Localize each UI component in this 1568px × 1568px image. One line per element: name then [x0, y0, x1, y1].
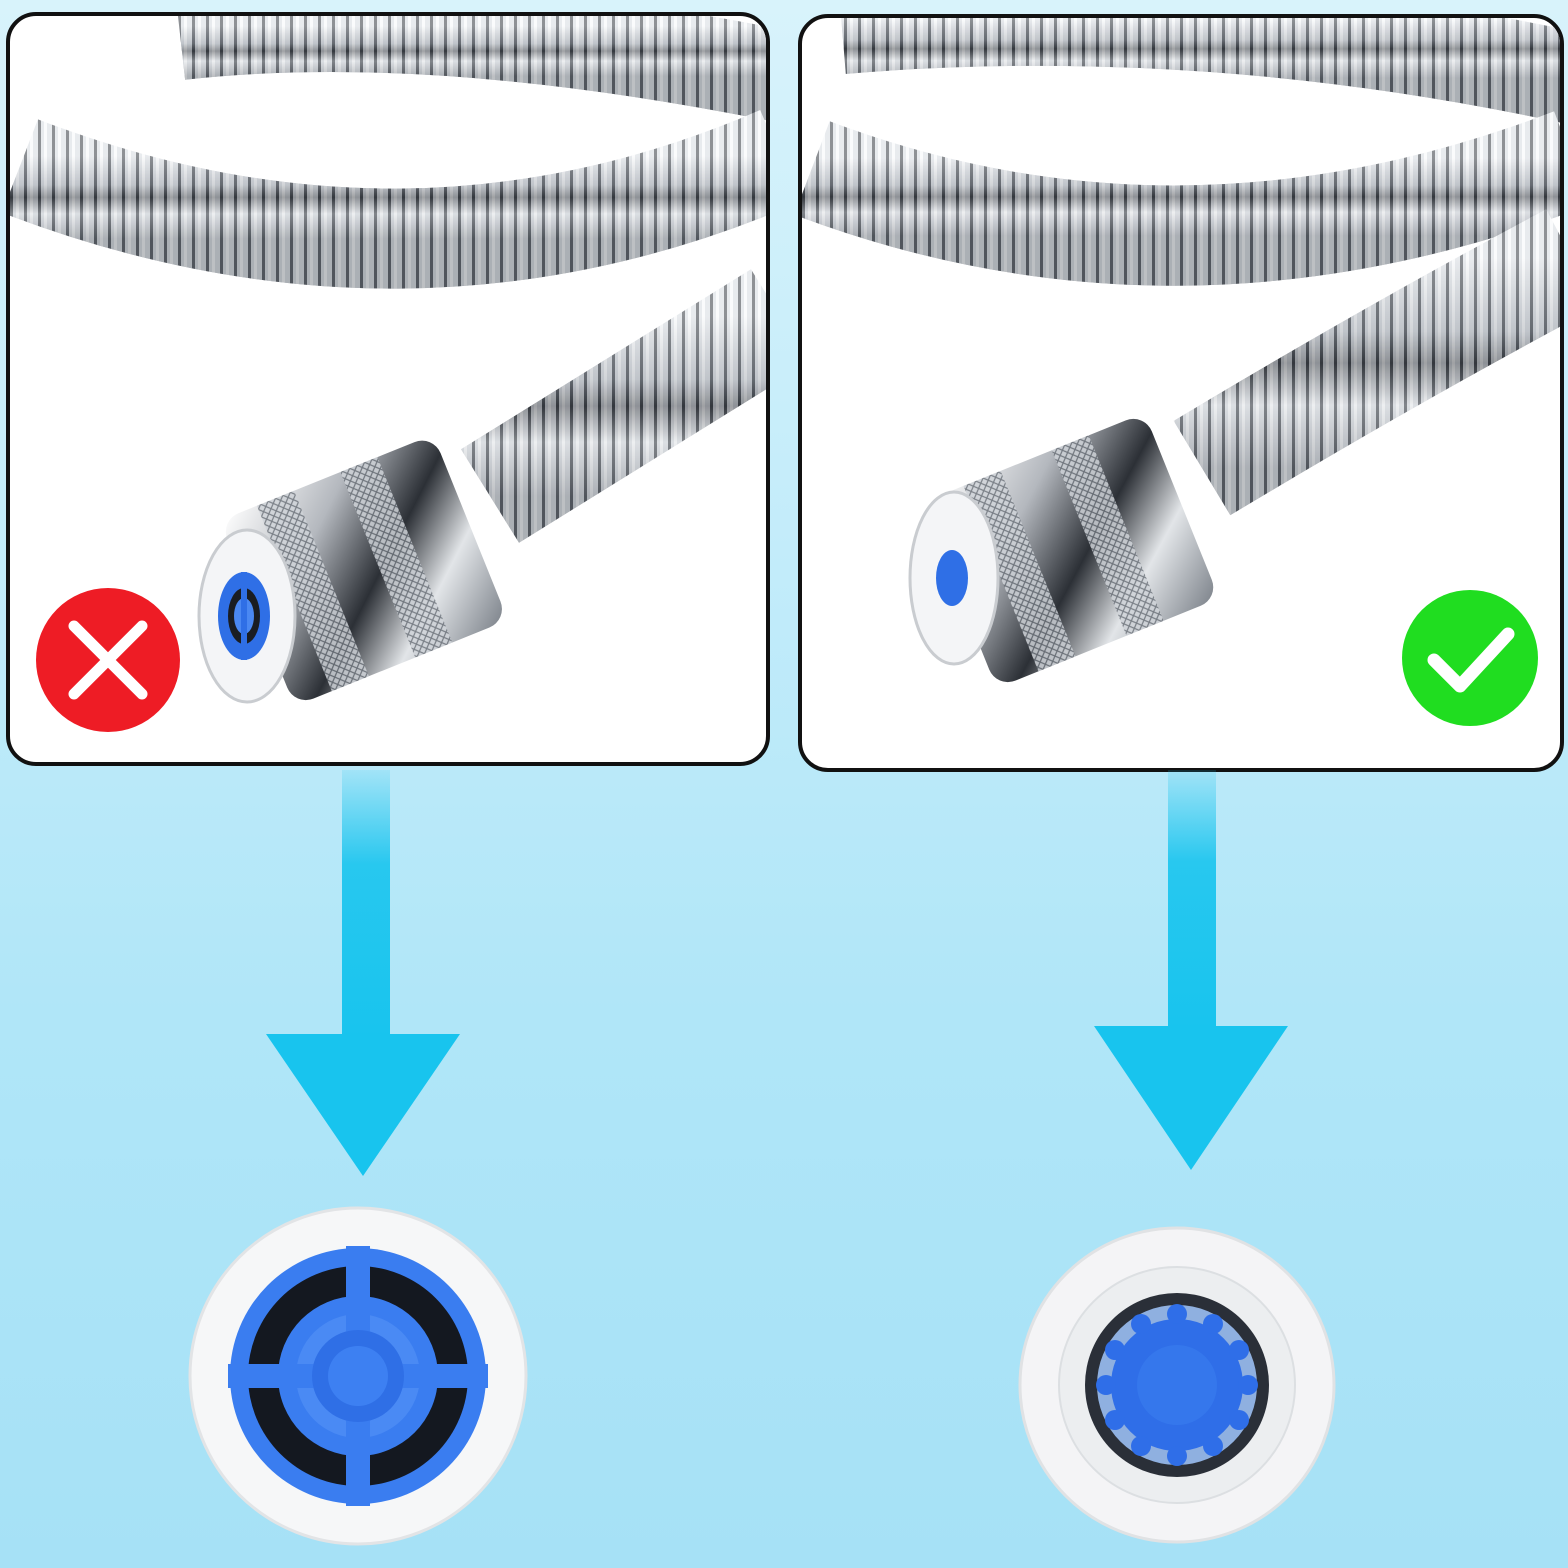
- left-product-panel: [6, 12, 770, 766]
- left-down-arrow: [266, 770, 460, 1176]
- open-spoked-insert-icon: [188, 1206, 528, 1546]
- sealed-insert-icon: [1018, 1226, 1336, 1544]
- cross-icon: [36, 588, 180, 732]
- checkmark-icon: [1402, 590, 1538, 726]
- right-down-arrow: [1094, 770, 1288, 1170]
- left-hose-illustration: [10, 16, 766, 704]
- right-hose-illustration: [802, 18, 1560, 683]
- right-product-panel: [798, 14, 1564, 772]
